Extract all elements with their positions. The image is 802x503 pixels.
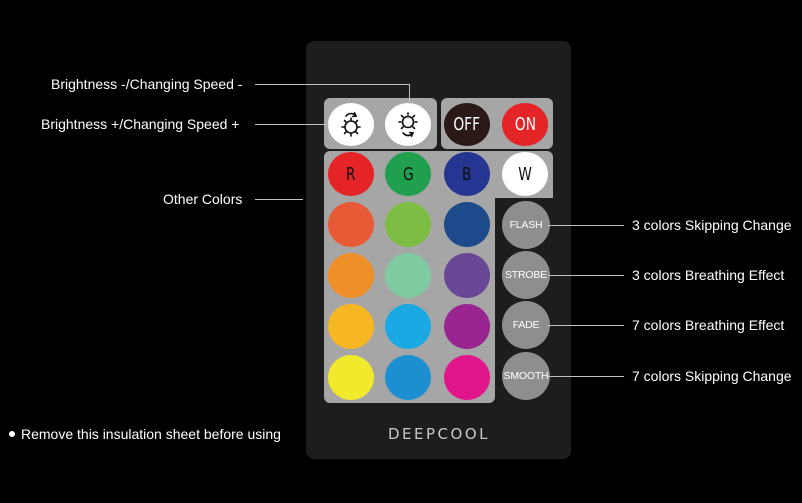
fade-button[interactable]: FADE bbox=[502, 301, 550, 349]
brightness-down-icon bbox=[341, 111, 361, 137]
white-button[interactable]: W bbox=[502, 152, 548, 196]
leader-line bbox=[255, 124, 329, 125]
strobe-description: 3 colors Breathing Effect bbox=[632, 267, 785, 283]
strobe-label: STROBE bbox=[505, 269, 547, 281]
smooth-label: SMOOTH bbox=[503, 370, 549, 382]
on-button[interactable]: ON bbox=[502, 103, 548, 146]
off-label: OFF bbox=[453, 114, 481, 135]
color-swatch-button[interactable] bbox=[328, 202, 374, 247]
color-swatch-button[interactable] bbox=[328, 253, 374, 298]
color-swatch-button[interactable] bbox=[328, 304, 374, 349]
blue-label: B bbox=[462, 163, 472, 185]
bullet-icon bbox=[9, 431, 15, 437]
brightness-minus-label: Brightness -/Changing Speed - bbox=[51, 76, 243, 92]
color-swatch-button[interactable] bbox=[444, 355, 490, 400]
fade-description: 7 colors Breathing Effect bbox=[632, 317, 785, 333]
green-button[interactable]: G bbox=[385, 152, 431, 196]
flash-description: 3 colors Skipping Change bbox=[632, 217, 792, 233]
fade-label: FADE bbox=[512, 319, 540, 331]
color-swatch-button[interactable] bbox=[444, 304, 490, 349]
flash-button[interactable]: FLASH bbox=[502, 201, 550, 249]
insulation-note: Remove this insulation sheet before usin… bbox=[21, 426, 281, 442]
color-swatch-button[interactable] bbox=[385, 253, 431, 298]
color-swatch-button[interactable] bbox=[385, 355, 431, 400]
green-label: G bbox=[402, 163, 414, 185]
leader-line bbox=[548, 376, 624, 377]
color-swatch-button[interactable] bbox=[328, 355, 374, 400]
brand-logo: DEEPCOOL bbox=[388, 425, 490, 443]
white-label: W bbox=[518, 163, 532, 185]
brightness-down-button[interactable] bbox=[328, 103, 374, 146]
leader-line bbox=[255, 199, 303, 200]
smooth-button[interactable]: SMOOTH bbox=[502, 352, 550, 400]
leader-line bbox=[548, 325, 624, 326]
color-swatch-button[interactable] bbox=[444, 202, 490, 247]
brightness-plus-label: Brightness +/Changing Speed + bbox=[41, 116, 240, 132]
color-swatch-button[interactable] bbox=[385, 304, 431, 349]
off-button[interactable]: OFF bbox=[444, 103, 490, 146]
color-swatch-button[interactable] bbox=[385, 202, 431, 247]
leader-line bbox=[409, 84, 410, 104]
leader-line bbox=[548, 225, 624, 226]
other-colors-label: Other Colors bbox=[163, 191, 243, 207]
red-button[interactable]: R bbox=[328, 152, 374, 196]
blue-button[interactable]: B bbox=[444, 152, 490, 196]
brightness-up-icon bbox=[398, 111, 418, 137]
brightness-up-button[interactable] bbox=[385, 103, 431, 146]
red-label: R bbox=[346, 163, 356, 185]
leader-line bbox=[548, 275, 624, 276]
strobe-button[interactable]: STROBE bbox=[502, 251, 550, 299]
flash-label: FLASH bbox=[509, 219, 543, 231]
color-swatch-button[interactable] bbox=[444, 253, 490, 298]
smooth-description: 7 colors Skipping Change bbox=[632, 368, 792, 384]
on-label: ON bbox=[514, 114, 536, 135]
leader-line bbox=[255, 84, 410, 85]
